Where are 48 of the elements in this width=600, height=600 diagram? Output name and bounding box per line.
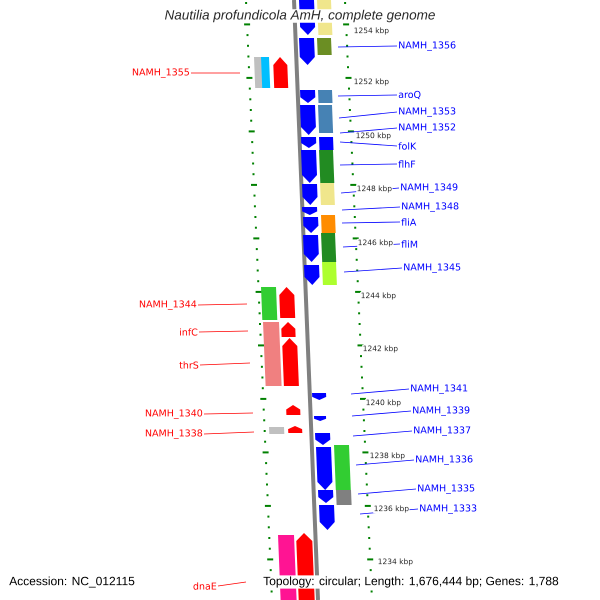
title: Nautilia profundicola AmH, complete genome xyxy=(164,9,436,23)
gene-label: dnaE xyxy=(193,582,216,590)
gene-label: NAMH_1333 xyxy=(420,504,476,514)
gene-label: NAMH_1348 xyxy=(402,202,458,212)
leader-line xyxy=(204,412,254,414)
gene-label: aroQ xyxy=(398,90,420,100)
gene-label: NAMH_1352 xyxy=(399,123,456,133)
leader-line xyxy=(338,94,398,96)
leader-line xyxy=(342,222,400,224)
accession-label: Accession: NC_012115 xyxy=(8,575,136,589)
leader-line xyxy=(352,410,412,416)
gene-label: NAMH_1356 xyxy=(399,41,456,51)
gene-label: NAMH_1353 xyxy=(399,107,456,117)
leader-line xyxy=(344,268,402,272)
leader-line xyxy=(198,304,248,306)
gene-label: NAMH_1339 xyxy=(413,406,470,416)
gene-label: NAMH_1345 xyxy=(404,263,460,273)
leader-line xyxy=(338,46,398,48)
leader-line xyxy=(356,460,414,466)
leader-line xyxy=(340,164,398,166)
leader-line xyxy=(198,330,248,332)
leader-line xyxy=(358,488,416,494)
gene-label: NAMH_1344 xyxy=(140,300,196,310)
leader-line xyxy=(190,72,240,74)
gene-label: flhF xyxy=(398,160,416,168)
leader-line xyxy=(338,112,398,118)
leader-line xyxy=(200,362,250,366)
gene-label: NAMH_1336 xyxy=(416,455,472,465)
gene-label: NAMH_1341 xyxy=(411,384,468,394)
gene-label: folK xyxy=(398,142,416,150)
leader-line xyxy=(204,432,254,434)
gene-label: NAMH_1355 xyxy=(132,68,189,78)
gene-label: NAMH_1337 xyxy=(414,426,470,436)
gene-label: fliM xyxy=(401,240,418,248)
leader-line xyxy=(218,582,246,586)
gene-label: NAMH_1335 xyxy=(418,484,474,494)
gene-label: infC xyxy=(180,328,198,336)
gene-label: NAMH_1349 xyxy=(401,183,458,193)
leader-line xyxy=(352,430,412,436)
gene-label: fliA xyxy=(401,218,416,226)
leader-line xyxy=(350,388,410,394)
gene-label: thrS xyxy=(179,361,198,369)
genome-info-label: Topology: circular; Length: 1,676,444 bp; Genes: 1,788 xyxy=(262,575,560,589)
leader-line xyxy=(342,206,400,210)
leader-line xyxy=(340,128,398,134)
leader-line xyxy=(340,142,398,146)
gene-label: NAMH_1340 xyxy=(146,409,202,419)
gene-label: NAMH_1338 xyxy=(146,429,202,439)
